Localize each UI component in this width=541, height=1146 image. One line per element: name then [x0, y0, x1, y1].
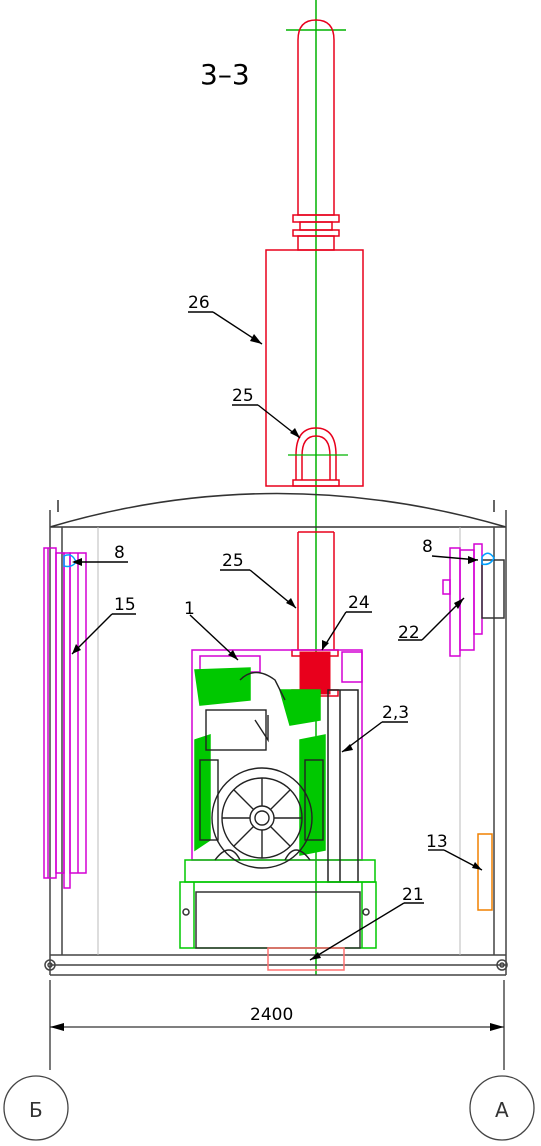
- axis-bubble-right: [469, 1075, 535, 1141]
- callout-21: 21: [402, 885, 424, 905]
- callout-8-left: 8: [114, 543, 125, 563]
- callout-26: 26: [188, 293, 210, 313]
- control-panel: [477, 833, 493, 911]
- dimension-arrow-left: [50, 1023, 64, 1031]
- callout-8-right: 8: [422, 537, 433, 557]
- leader-lines: [71, 311, 483, 961]
- callout-24: 24: [348, 593, 370, 613]
- flex-joint: [299, 651, 331, 695]
- exhaust-pipe-upper: [292, 19, 340, 251]
- axis-label-left: Б: [29, 1098, 43, 1122]
- engine-block: [184, 667, 376, 883]
- dimension-value: 2400: [250, 1005, 293, 1025]
- air-intake-duct: [481, 559, 505, 619]
- callout-22: 22: [398, 623, 420, 643]
- control-cabinet: [327, 689, 359, 883]
- callout-15: 15: [114, 595, 136, 615]
- callout-25-mid: 25: [222, 551, 244, 571]
- base-frame: [179, 881, 377, 949]
- callout-25-top: 25: [232, 386, 254, 406]
- fan-right-blue: [481, 552, 495, 566]
- section-title: 3–3: [200, 58, 250, 91]
- axis-bubble-left: [3, 1075, 69, 1141]
- axis-label-right: А: [495, 1098, 509, 1122]
- radiator-left: [43, 547, 87, 889]
- fuel-tank: [267, 947, 345, 971]
- dimension-arrow-right: [490, 1023, 504, 1031]
- silencer: [265, 249, 364, 487]
- dimension-line: [49, 980, 505, 1070]
- callout-13: 13: [426, 832, 448, 852]
- callout-2-3: 2,3: [382, 703, 409, 723]
- arrowheads: [72, 334, 482, 960]
- engine-details: [199, 671, 324, 869]
- callout-1: 1: [184, 599, 195, 619]
- container-walls: [44, 510, 508, 976]
- container-roof: [49, 492, 507, 528]
